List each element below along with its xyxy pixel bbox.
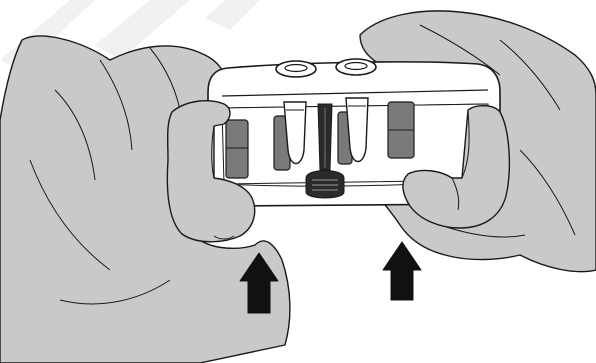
cap-ring-left (276, 61, 316, 77)
slot-window-right (388, 102, 414, 158)
arrow-up-icon (383, 242, 421, 300)
cap-ring-right (336, 59, 376, 75)
slot-window-left (226, 120, 248, 178)
